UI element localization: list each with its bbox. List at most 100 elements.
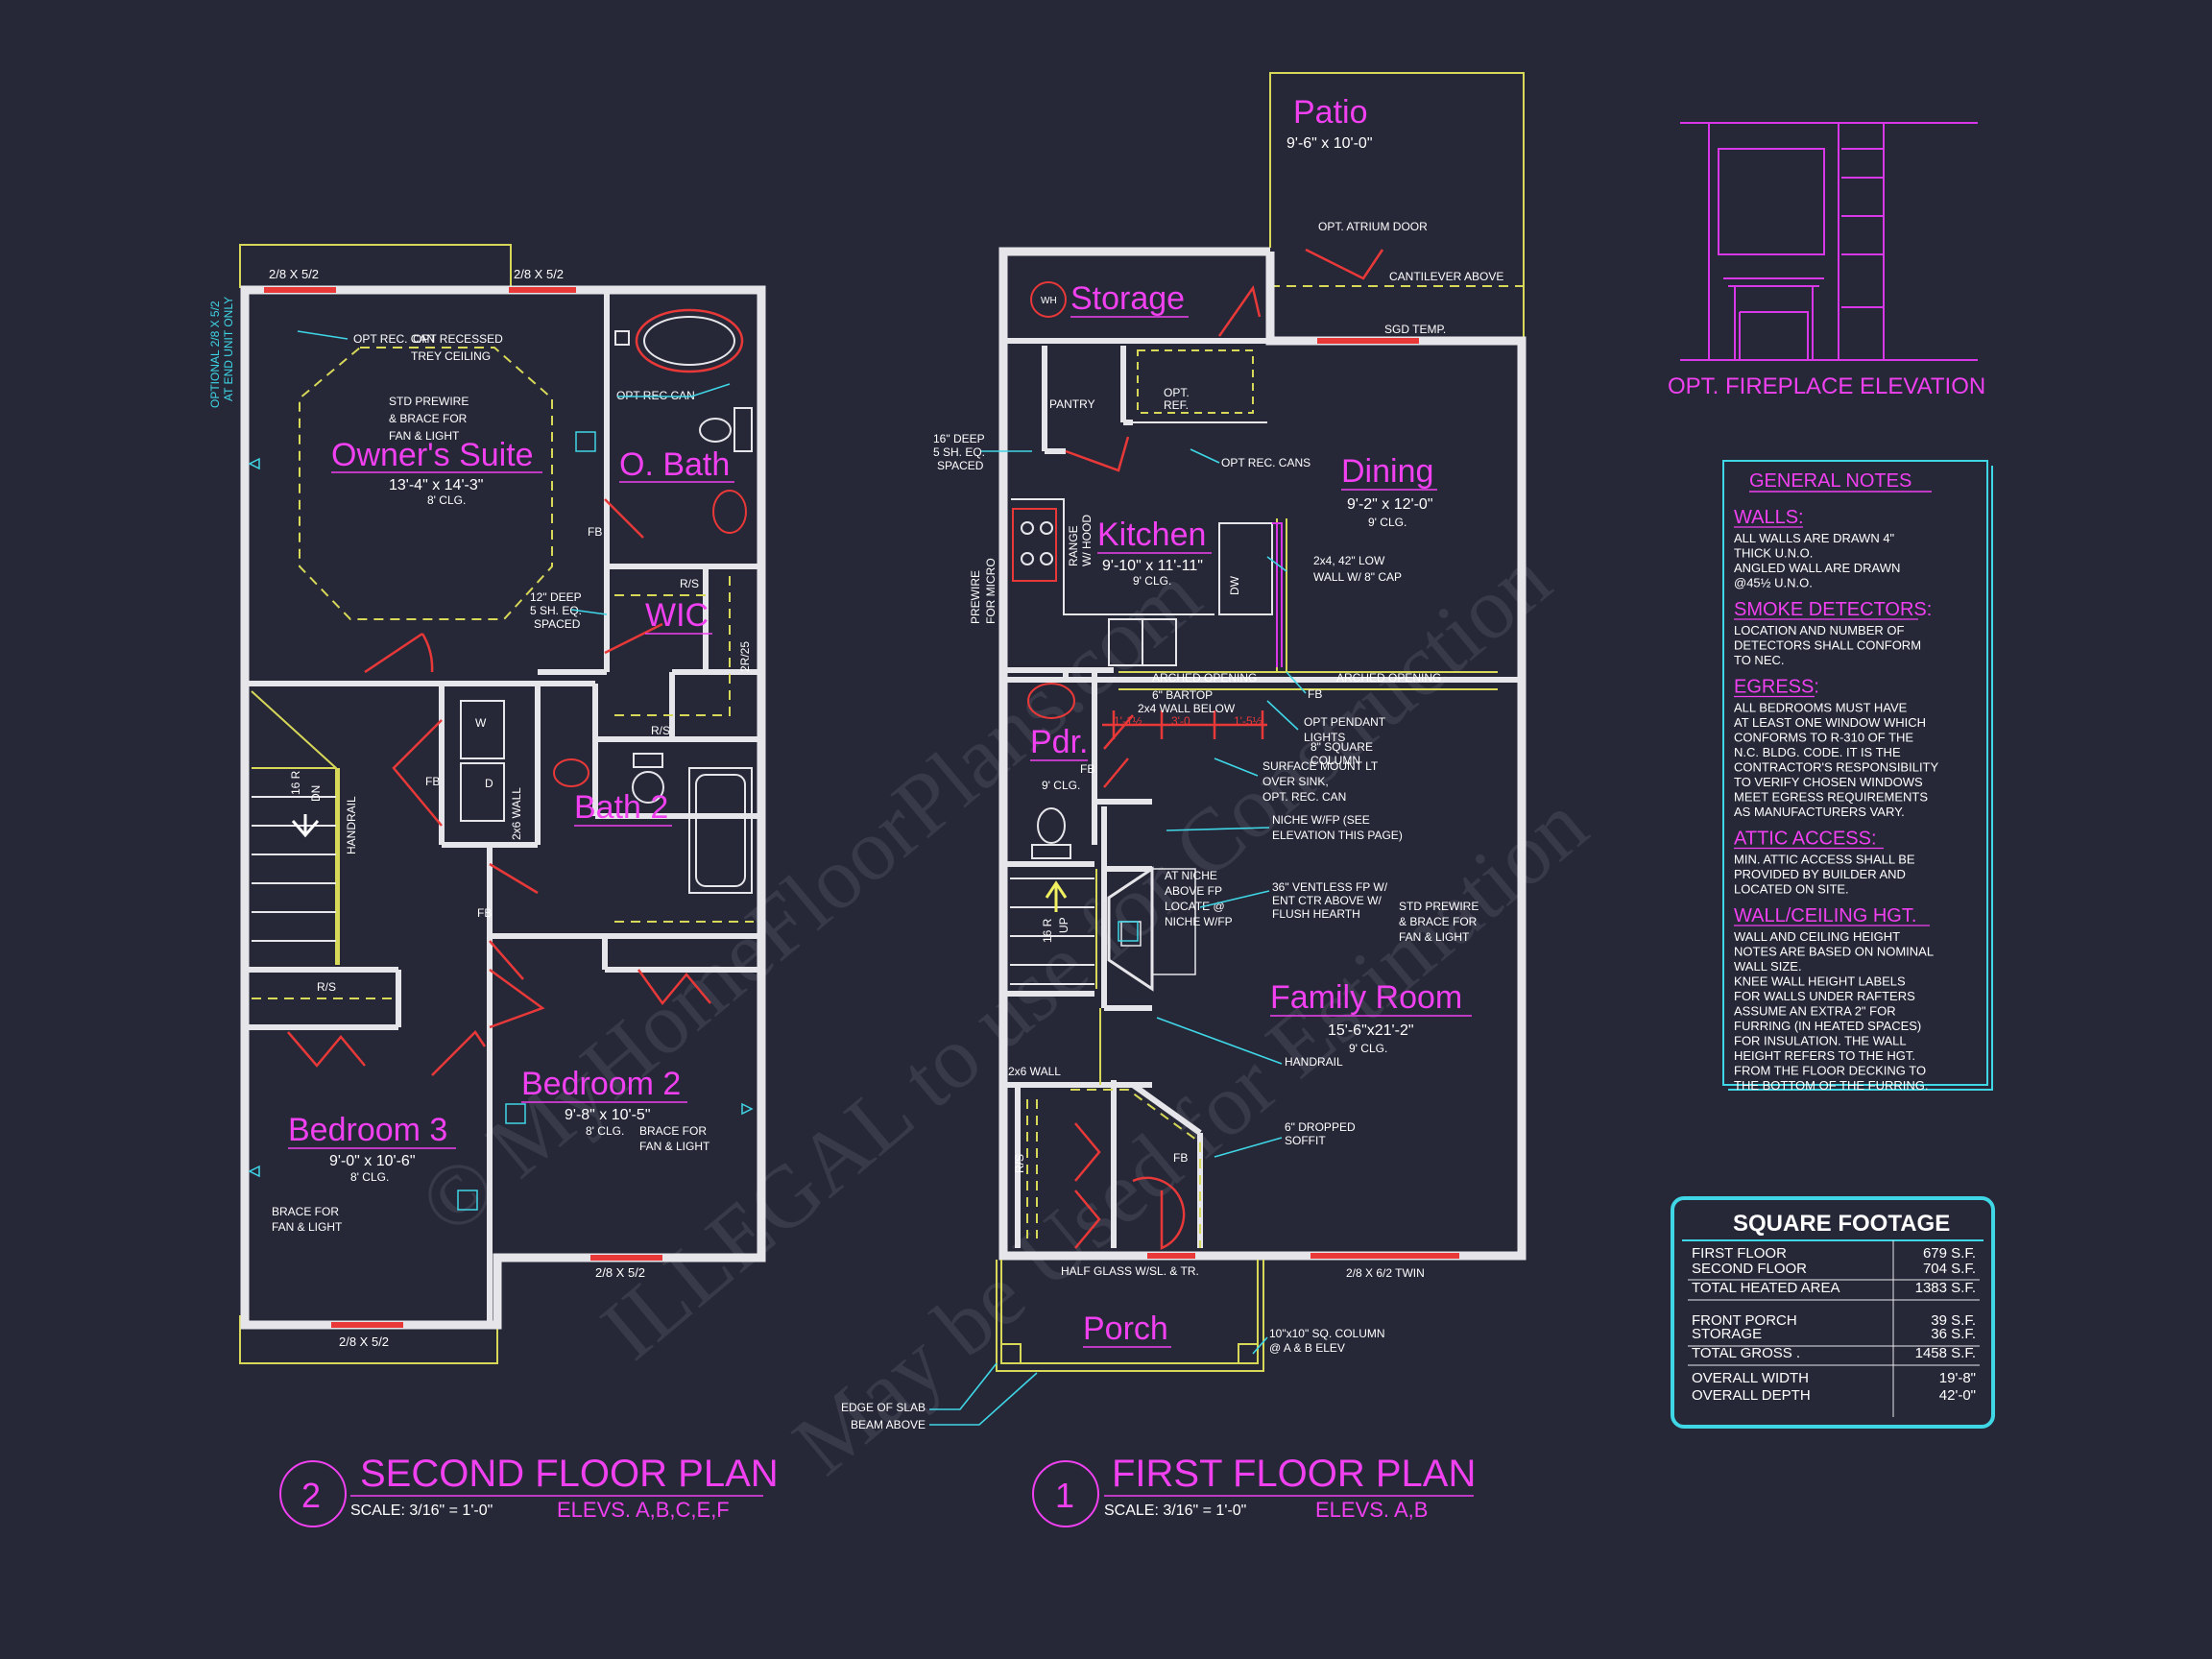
label-rec-cans: OPT REC. CANS [1221, 456, 1310, 469]
porch-column [1238, 1343, 1259, 1364]
label-ff-rs: R/S [1013, 1154, 1026, 1173]
pdr-sink-icon [1027, 683, 1075, 719]
general-notes-line: FROM THE FLOOR DECKING TO [1734, 1064, 1926, 1078]
label-dw: DW [1228, 575, 1241, 595]
general-notes-line: HEIGHT REFERS TO THE HGT. [1734, 1048, 1915, 1063]
general-notes-line: PROVIDED BY BUILDER AND [1734, 867, 1906, 881]
square-footage-value: 19'-8" [1939, 1370, 1976, 1386]
second-floor-doors [287, 498, 711, 1076]
label-rec-can: OPT REC. CAN [353, 332, 435, 346]
porch-column [1000, 1343, 1022, 1364]
kitchen-size: 9'-10" x 11'-11" [1102, 558, 1203, 574]
first-floor-doors [1065, 248, 1384, 788]
bathtub-oval [635, 308, 744, 373]
bedroom-3-clg: 8' CLG. [350, 1170, 389, 1184]
label-range-1: RANGE [1067, 525, 1080, 566]
low-wall [1272, 522, 1283, 667]
first-floor-closet-doors [1074, 1122, 1186, 1250]
bartop-dimensions [1102, 710, 1267, 739]
elevation-marker-icon [248, 1165, 260, 1178]
square-footage-label: OVERALL DEPTH [1692, 1387, 1811, 1404]
label-dropped-2: SOFFIT [1285, 1134, 1326, 1147]
label-obath-rec-can: OPT REC CAN [616, 389, 695, 402]
general-notes-heading: WALLS: [1734, 507, 1804, 528]
general-notes-line: KNEE WALL HEIGHT LABELS [1734, 974, 1906, 989]
general-notes: GENERAL NOTES WALLS:ALL WALLS ARE DRAWN … [1722, 460, 1993, 1093]
second-floor-interior-walls [245, 290, 761, 1325]
general-notes-heading: SMOKE DETECTORS: [1734, 599, 1932, 620]
label-dim-2: 3'-0 [1171, 714, 1190, 728]
general-notes-line: N.C. BLDG. CODE. IT IS THE [1734, 745, 1901, 759]
label-sgd: SGD TEMP. [1384, 323, 1446, 336]
general-notes-line: CONFORMS TO R-310 OF THE [1734, 731, 1913, 745]
label-prewire-1: STD PREWIRE [389, 395, 469, 408]
kitchen-counters [1011, 421, 1273, 615]
fireplace-elevation: OPT. FIREPLACE ELEVATION [1668, 122, 1985, 399]
label-at-niche-3: LOCATE @ [1165, 900, 1225, 913]
square-footage-label: STORAGE [1692, 1326, 1762, 1342]
label-rs-2: 2R/25 [738, 641, 752, 672]
general-notes-line: ANGLED WALL ARE DRAWN [1734, 561, 1900, 575]
general-notes-line: FOR WALLS UNDER RAFTERS [1734, 989, 1915, 1003]
general-notes-line: @45½ U.N.O. [1734, 576, 1813, 590]
label-dryer: D [485, 777, 493, 790]
label-surface-3: OPT. REC. CAN [1262, 790, 1346, 804]
room-wic: WIC [645, 597, 709, 634]
label-ff-fb-1: FB [1308, 687, 1322, 701]
fireplace-elevation-label: OPT. FIREPLACE ELEVATION [1668, 373, 1985, 399]
bedroom-2-size: 9'-8" x 10'-5" [565, 1107, 651, 1123]
family-clg: 9' CLG. [1349, 1042, 1387, 1055]
label-deep-2: 5 SH. EQ. [530, 604, 582, 617]
label-bartop: 6" BARTOP [1152, 688, 1213, 702]
owners-suite-clg: 8' CLG. [427, 493, 466, 507]
general-notes-line: ASSUME AN EXTRA 2" FOR [1734, 1004, 1896, 1019]
room-dining: Dining [1341, 453, 1433, 490]
wic-shelving [614, 576, 731, 720]
label-ff-deep-2: 5 SH. EQ. [933, 445, 985, 459]
label-washer: W [475, 716, 487, 730]
label-ventless-3: FLUSH HEARTH [1272, 907, 1360, 921]
label-optional-window: OPTIONAL 2/8 X 5/2 [208, 301, 222, 408]
general-notes-line: NOTES ARE BASED ON NOMINAL [1734, 945, 1934, 959]
dryer-icon [460, 762, 505, 822]
general-notes-line: THICK U.N.O. [1734, 546, 1813, 561]
label-atrium: OPT. ATRIUM DOOR [1318, 220, 1428, 233]
label-16r: 16 R [289, 770, 302, 795]
smoke-detector-icon [505, 1103, 526, 1124]
room-bath-2: Bath 2 [574, 789, 668, 826]
first-floor-elevs: ELEVS. A,B [1315, 1498, 1428, 1522]
sink-icon [712, 490, 747, 534]
label-ff-up: UP [1057, 917, 1070, 933]
first-floor-number: 1 [1055, 1476, 1074, 1515]
rod-shelf-lines [252, 921, 754, 999]
dining-clg: 9' CLG. [1368, 516, 1407, 529]
general-notes-line: TO NEC. [1734, 653, 1785, 667]
label-range-2: W/ HOOD [1080, 515, 1094, 566]
label-edge-slab: EDGE OF SLAB [841, 1401, 926, 1414]
bedroom-3-size: 9'-0" x 10'-6" [329, 1153, 416, 1169]
label-half-glass: HALF GLASS W/SL. & TR. [1061, 1264, 1199, 1278]
owners-suite-size: 13'-4" x 14'-3" [389, 477, 483, 493]
label-pantry: PANTRY [1049, 397, 1095, 411]
label-win-b2: 2/8 X 5/2 [595, 1265, 645, 1280]
general-notes-line: AT LEAST ONE WINDOW WHICH [1734, 715, 1926, 730]
room-patio: Patio [1293, 94, 1368, 131]
label-opt-ref-1: OPT. [1164, 386, 1190, 399]
bedroom-2-clg: 8' CLG. [586, 1124, 624, 1138]
label-fb-1: FB [588, 525, 602, 539]
label-handrail-2f: HANDRAIL [345, 796, 358, 854]
square-footage-label: OVERALL WIDTH [1692, 1370, 1809, 1386]
arched-openings [1118, 518, 1498, 690]
label-ff-2x6-wall: 2x6 WALL [1008, 1065, 1061, 1078]
square-footage-label: FIRST FLOOR [1692, 1245, 1787, 1262]
label-prewire-2: FOR MICRO [984, 558, 998, 624]
first-floor-plan: Patio 9'-6" x 10'-0" OPT. ATRIUM DOOR CA… [297, 72, 1527, 1527]
general-notes-line: MIN. ATTIC ACCESS SHALL BE [1734, 853, 1915, 867]
pdr-clg: 9' CLG. [1042, 779, 1080, 792]
label-col10-1: 10"x10" SQ. COLUMN [1269, 1327, 1385, 1340]
label-cantilever: CANTILEVER ABOVE [1389, 270, 1503, 283]
pdr-toilet-icon [1037, 807, 1066, 844]
square-footage-label: TOTAL HEATED AREA [1692, 1280, 1839, 1296]
room-bedroom-3: Bedroom 3 [288, 1112, 447, 1148]
